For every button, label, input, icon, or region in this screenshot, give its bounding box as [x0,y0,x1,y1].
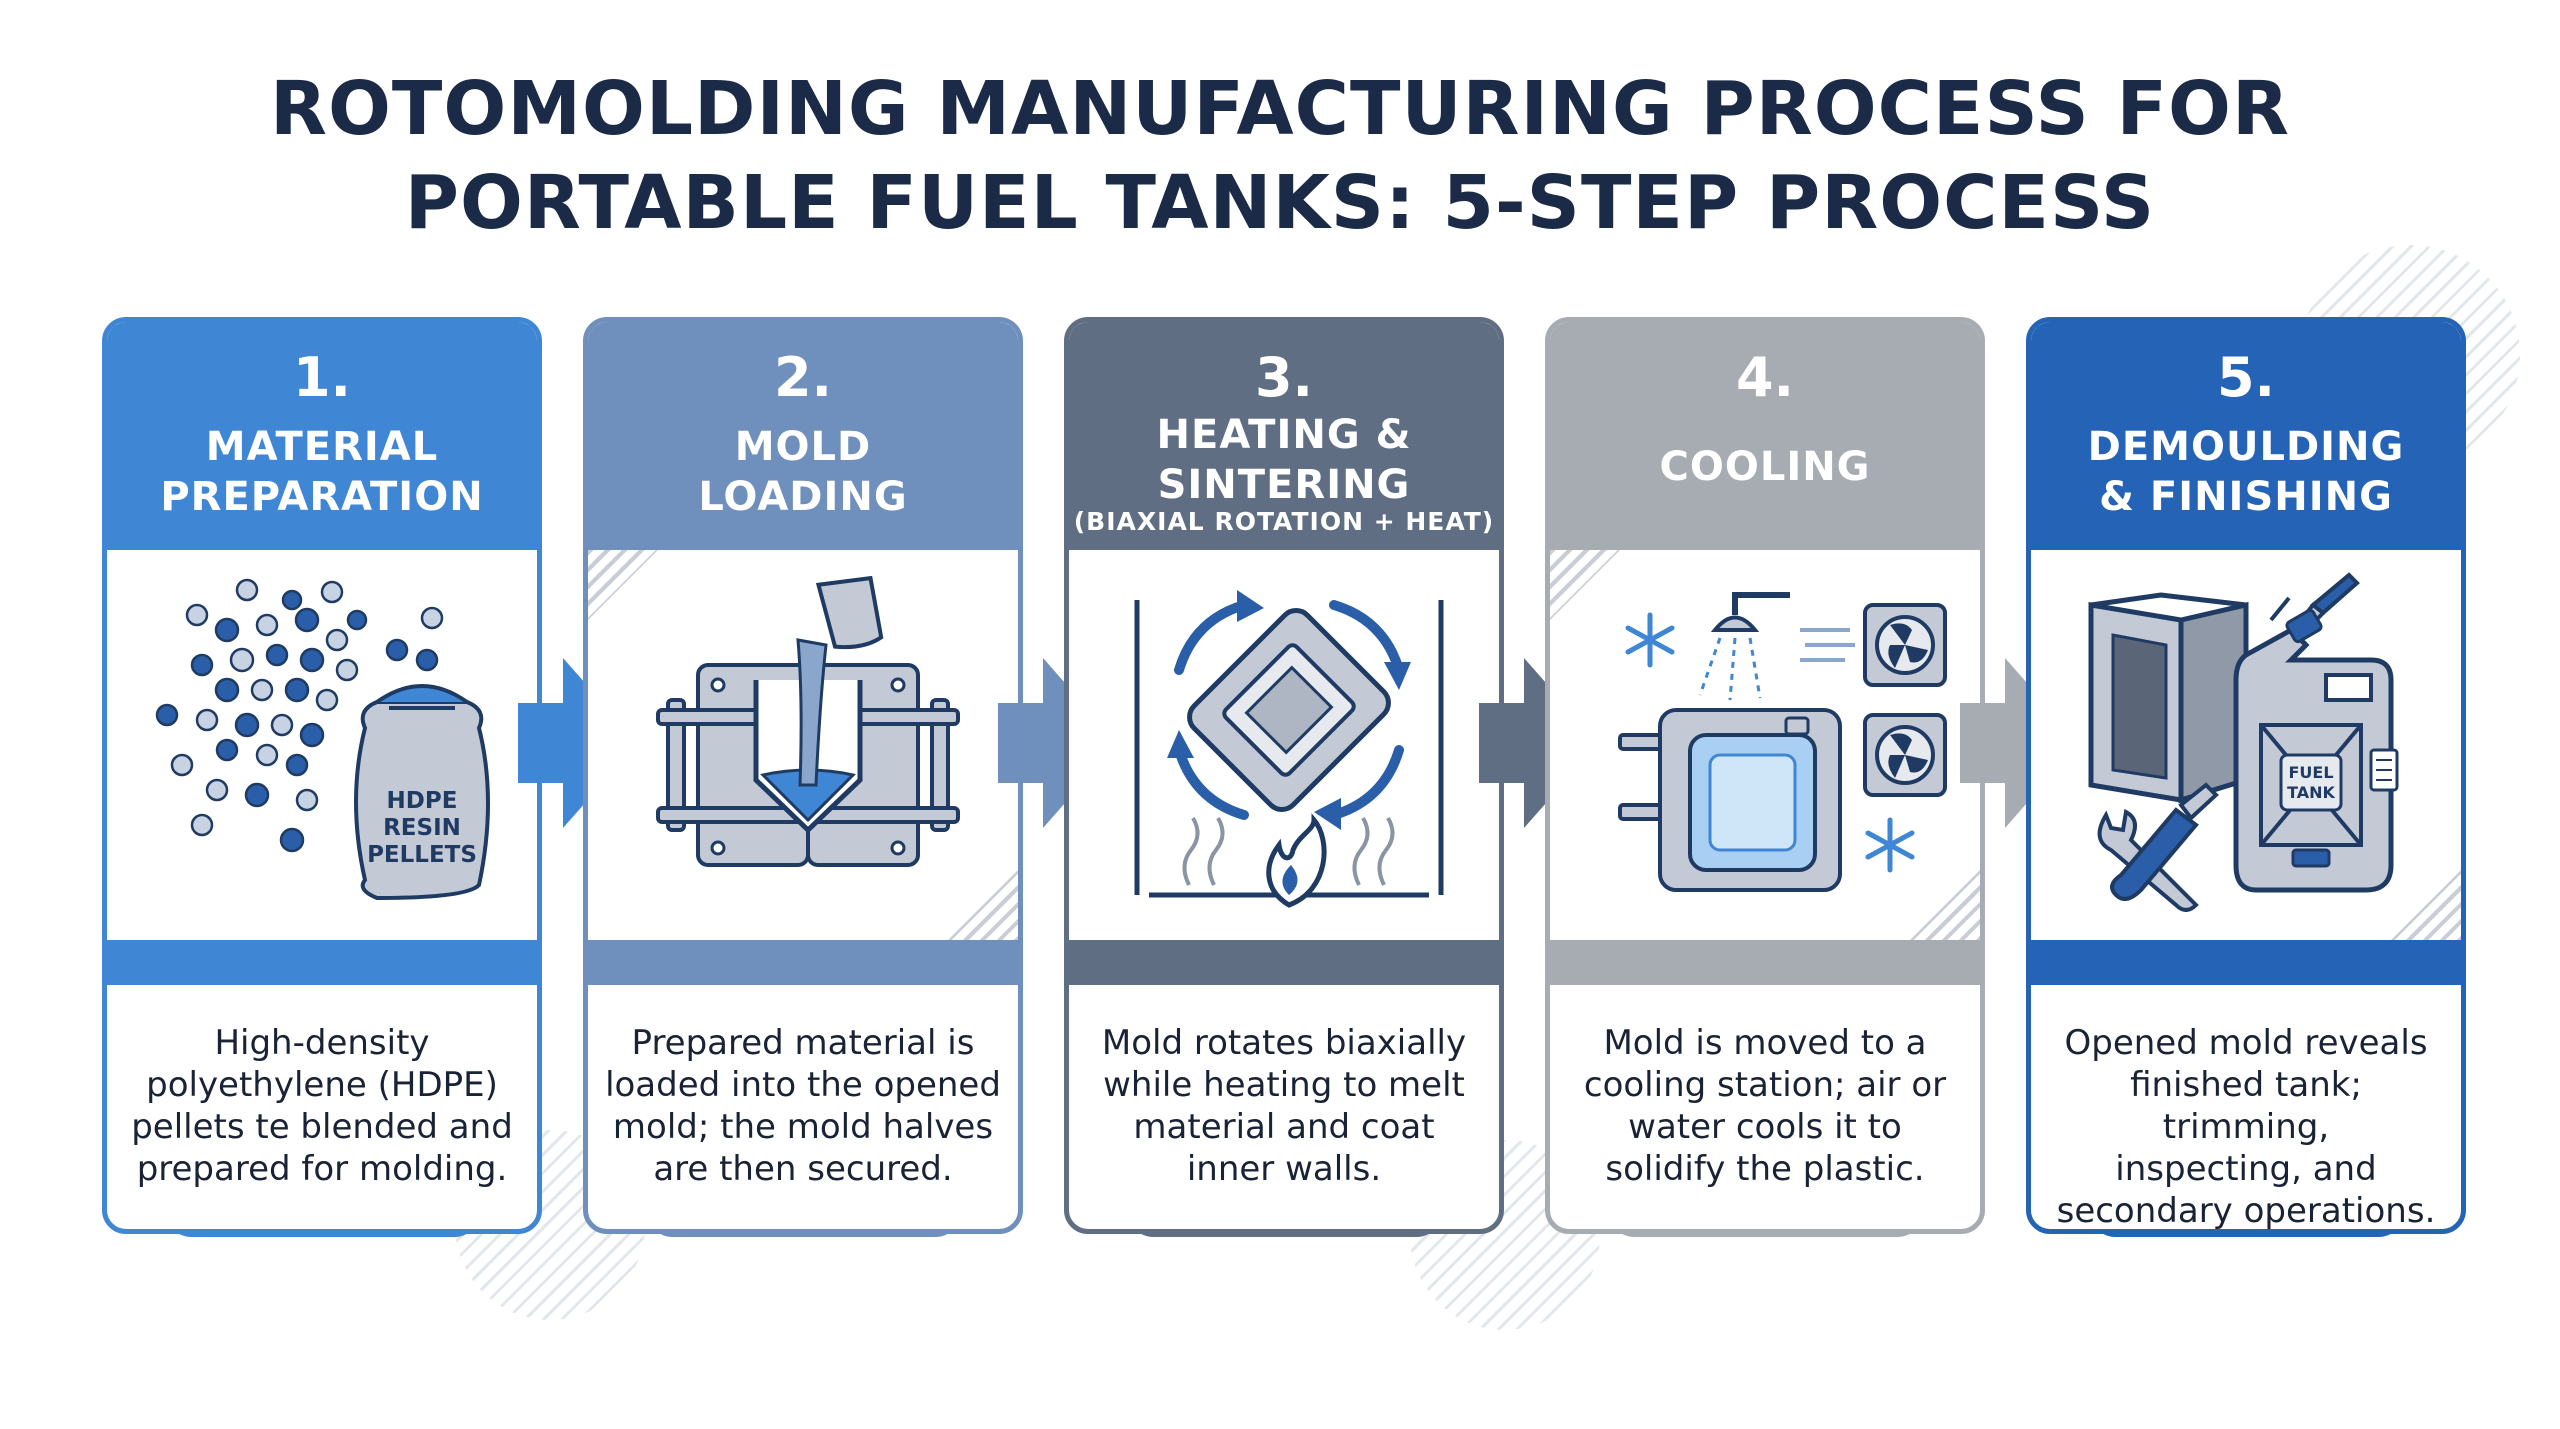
arrow-right-icon [1960,658,2080,828]
pellet-bag-label-2: RESIN [383,815,461,841]
step-title-line-1: MATERIAL [205,424,439,470]
step-number: 2. [773,346,833,409]
step-illustration: HDPE RESIN PELLETS [107,550,537,940]
step-description: Prepared material is loaded into the ope… [605,1023,1001,1189]
step-card: 4. COOLING [1545,317,1985,1234]
step-card: 2. MOLD LOADING [583,317,1023,1234]
step-title-line-2: LOADING [698,474,908,520]
step-band [1069,940,1499,985]
step-header: 3. HEATING & SINTERING (BIAXIAL ROTATION… [1069,322,1499,550]
tools-icon [2097,782,2219,912]
step-header: 2. MOLD LOADING [588,322,1018,550]
step-band [107,940,537,985]
step-illustration [588,550,1018,940]
step-header: 4. COOLING [1550,322,1980,550]
title-line-2: PORTABLE FUEL TANKS: 5-STEP PROCESS [404,160,2156,246]
cooling-station-icon [1618,592,1947,892]
step-number: 1. [292,346,352,409]
step-subtitle: (BIAXIAL ROTATION + HEAT) [1073,507,1495,536]
step-number: 5. [2216,346,2276,409]
step-3-heating-sintering: 3. HEATING & SINTERING (BIAXIAL ROTATION… [1064,317,1504,1237]
step-header: 5. DEMOULDING & FINISHING [2031,322,2461,550]
step-description: Opened mold reveals finished tank; trimm… [2056,1023,2436,1231]
step-title-line-2: PREPARATION [160,474,484,520]
fuel-tank-label-1: FUEL [2288,763,2333,782]
step-title: HEATING & SINTERING [1069,410,1499,510]
title-line-1: ROTOMOLDING MANUFACTURING PROCESS FOR [270,66,2290,152]
step-title-line-1: DEMOULDING [2087,424,2405,470]
arrow-right-icon [1479,658,1599,828]
step-description: High-density polyethylene (HDPE) pellets… [131,1023,513,1189]
step-title: COOLING [1659,444,1871,490]
step-1-material-preparation: 1. MATERIAL PREPARATION [102,317,542,1237]
step-band [1550,940,1980,985]
pellet-bag-label-3: PELLETS [367,842,477,868]
rotation-heat-icon [1134,590,1444,908]
step-description: Mold rotates biaxially while heating to … [1101,1023,1467,1189]
fuel-tank-label-2: TANK [2287,783,2335,802]
page-title: ROTOMOLDING MANUFACTURING PROCESS FOR PO… [0,62,2560,250]
step-title-line-2: & FINISHING [2099,474,2393,520]
step-2-mold-loading: 2. MOLD LOADING [583,317,1023,1237]
step-title: MOLD LOADING [588,422,1018,522]
snowflake-icon [1625,612,1915,873]
step-title: DEMOULDING & FINISHING [2031,422,2461,522]
step-description: Mold is moved to a cooling station; air … [1583,1023,1947,1189]
hdpe-pellets-icon: HDPE RESIN PELLETS [155,578,490,901]
step-illustration [1069,550,1499,940]
arrow-right-icon [998,658,1118,828]
fuel-tank-icon: FUEL TANK [2088,572,2399,912]
arrow-right-icon [518,658,638,828]
step-title: MATERIAL PREPARATION [107,422,537,522]
step-number: 4. [1735,346,1795,409]
step-title-line-2: SINTERING [1157,462,1411,508]
step-number: 3. [1254,346,1314,409]
step-title-line-1: HEATING & [1156,412,1412,458]
pellet-bag-label-1: HDPE [387,788,458,814]
step-band [2031,940,2461,985]
step-illustration: FUEL TANK [2031,550,2461,940]
step-card: 5. DEMOULDING & FINISHING [2026,317,2466,1234]
step-card: 1. MATERIAL PREPARATION [102,317,542,1234]
step-illustration [1550,550,1980,940]
step-4-cooling: 4. COOLING [1545,317,1985,1237]
step-card: 3. HEATING & SINTERING (BIAXIAL ROTATION… [1064,317,1504,1234]
mold-loading-icon [656,575,960,867]
step-band [588,940,1018,985]
step-5-demoulding-finishing: 5. DEMOULDING & FINISHING [2026,317,2466,1237]
step-header: 1. MATERIAL PREPARATION [107,322,537,550]
step-title-line-1: MOLD [734,424,872,470]
